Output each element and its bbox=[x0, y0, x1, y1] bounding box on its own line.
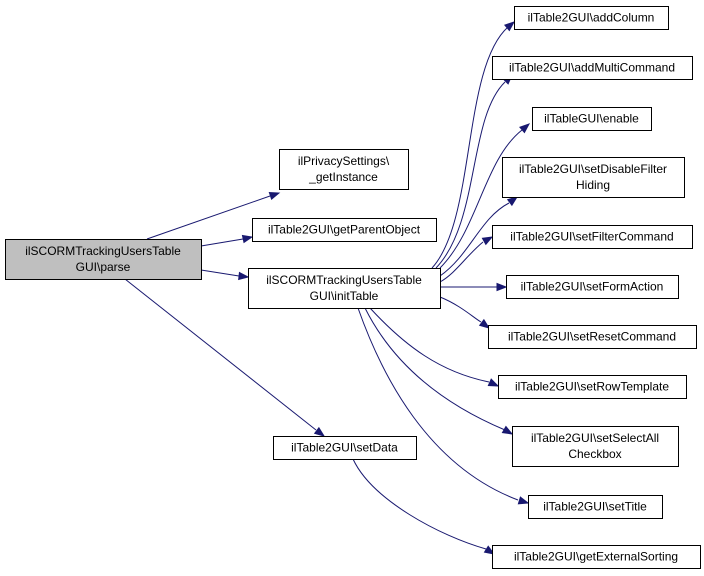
node-label: Checkbox bbox=[568, 447, 621, 461]
edge-line bbox=[439, 241, 484, 283]
arrowhead-icon bbox=[517, 496, 530, 505]
node-setReset[interactable]: ilTable2GUI\setResetCommand bbox=[488, 325, 697, 349]
node-label: Hiding bbox=[576, 178, 610, 192]
node-label: ilTable2GUI\addMultiCommand bbox=[509, 61, 675, 75]
edge-initTable-to-setReset bbox=[439, 296, 491, 329]
node-setRow[interactable]: ilTable2GUI\setRowTemplate bbox=[498, 375, 687, 399]
edge-line bbox=[200, 238, 244, 247]
node-box bbox=[492, 56, 693, 80]
arrowhead-icon bbox=[238, 271, 250, 281]
edge-layer bbox=[124, 21, 531, 555]
node-getParent[interactable]: ilTable2GUI\getParentObject bbox=[252, 218, 437, 242]
node-label: ilTable2GUI\setFilterCommand bbox=[510, 230, 673, 244]
node-label: ilTable2GUI\setSelectAll bbox=[531, 431, 659, 445]
node-addMulti[interactable]: ilTable2GUI\addMultiCommand bbox=[492, 56, 693, 80]
arrowhead-icon bbox=[313, 426, 326, 437]
node-label: ilSCORMTrackingUsersTable bbox=[25, 244, 181, 258]
node-box bbox=[528, 495, 663, 519]
arrowhead-icon bbox=[519, 123, 531, 134]
node-getExternal[interactable]: ilTable2GUI\getExternalSorting bbox=[492, 545, 701, 569]
edge-initTable-to-setSelect bbox=[364, 307, 514, 435]
arrowhead-icon bbox=[487, 378, 500, 387]
node-box bbox=[492, 225, 693, 249]
edge-initTable-to-setFilter bbox=[439, 236, 494, 283]
node-box bbox=[492, 545, 701, 569]
node-setFilter[interactable]: ilTable2GUI\setFilterCommand bbox=[492, 225, 693, 249]
node-label: ilTable2GUI\getExternalSorting bbox=[514, 550, 678, 564]
node-label: ilSCORMTrackingUsersTable bbox=[266, 273, 422, 287]
node-box bbox=[502, 157, 685, 198]
node-label: ilTableGUI\enable bbox=[544, 112, 639, 126]
node-box bbox=[498, 375, 687, 399]
node-label: ilTable2GUI\addColumn bbox=[528, 11, 655, 25]
node-box bbox=[514, 6, 669, 30]
edge-line bbox=[352, 458, 487, 550]
edge-line bbox=[439, 202, 510, 277]
node-box bbox=[252, 218, 437, 242]
edge-initTable-to-addColumn bbox=[431, 21, 516, 269]
edge-initTable-to-setTitle bbox=[357, 307, 530, 505]
node-box bbox=[506, 275, 679, 299]
node-label: ilTable2GUI\setTitle bbox=[543, 500, 647, 514]
node-box bbox=[532, 107, 652, 131]
node-enable[interactable]: ilTableGUI\enable bbox=[532, 107, 652, 131]
node-label: ilTable2GUI\setRowTemplate bbox=[515, 380, 669, 394]
node-privacy[interactable]: ilPrivacySettings\ _getInstance bbox=[279, 149, 409, 190]
node-label: ilTable2GUI\getParentObject bbox=[268, 223, 421, 237]
edge-parse-to-privacy bbox=[146, 191, 281, 240]
arrowhead-icon bbox=[268, 191, 281, 201]
node-addColumn[interactable]: ilTable2GUI\addColumn bbox=[514, 6, 669, 30]
edge-line bbox=[146, 195, 271, 240]
arrowhead-icon bbox=[483, 545, 496, 555]
edge-line bbox=[431, 26, 509, 269]
node-box bbox=[5, 239, 202, 280]
node-setTitle[interactable]: ilTable2GUI\setTitle bbox=[528, 495, 663, 519]
edge-setData-to-getExternal bbox=[352, 458, 496, 555]
node-label: GUI\initTable bbox=[310, 289, 379, 303]
node-box bbox=[273, 436, 417, 460]
arrowhead-icon bbox=[503, 21, 516, 32]
edge-initTable-to-enable bbox=[439, 123, 531, 269]
node-box bbox=[248, 268, 441, 309]
node-box bbox=[279, 149, 409, 190]
edge-line bbox=[439, 296, 482, 323]
node-box bbox=[512, 426, 679, 467]
edge-line bbox=[124, 278, 317, 431]
node-label: ilTable2GUI\setResetCommand bbox=[508, 330, 676, 344]
edge-parse-to-initTable bbox=[200, 269, 250, 281]
node-label: _getInstance bbox=[308, 170, 378, 184]
edge-line bbox=[369, 307, 490, 383]
node-label: GUI\parse bbox=[76, 260, 131, 274]
arrowhead-icon bbox=[481, 236, 494, 246]
edge-parse-to-getParent bbox=[200, 234, 254, 247]
node-box bbox=[488, 325, 697, 349]
edge-initTable-to-setDisable bbox=[439, 196, 519, 277]
arrowhead-icon bbox=[506, 196, 519, 207]
arrowhead-icon bbox=[478, 318, 491, 329]
node-label: ilTable2GUI\setData bbox=[291, 441, 398, 455]
node-label: ilTable2GUI\setDisableFilter bbox=[519, 162, 667, 176]
edge-parse-to-setData bbox=[124, 278, 326, 437]
edge-line bbox=[200, 269, 240, 277]
edge-line bbox=[357, 307, 519, 501]
node-layer: ilSCORMTrackingUsersTableGUI\parseilPriv… bbox=[5, 6, 701, 569]
edge-initTable-to-setRow bbox=[369, 307, 500, 387]
node-label: ilPrivacySettings\ bbox=[298, 154, 390, 168]
edge-line bbox=[439, 129, 523, 269]
node-setForm[interactable]: ilTable2GUI\setFormAction bbox=[506, 275, 679, 299]
node-setData[interactable]: ilTable2GUI\setData bbox=[273, 436, 417, 460]
arrowhead-icon bbox=[496, 282, 508, 292]
arrowhead-icon bbox=[501, 425, 514, 435]
arrowhead-icon bbox=[241, 234, 254, 244]
edge-line bbox=[435, 81, 506, 269]
edge-initTable-to-setForm bbox=[440, 282, 508, 292]
edge-line bbox=[364, 307, 506, 431]
node-label: ilTable2GUI\setFormAction bbox=[521, 280, 664, 294]
